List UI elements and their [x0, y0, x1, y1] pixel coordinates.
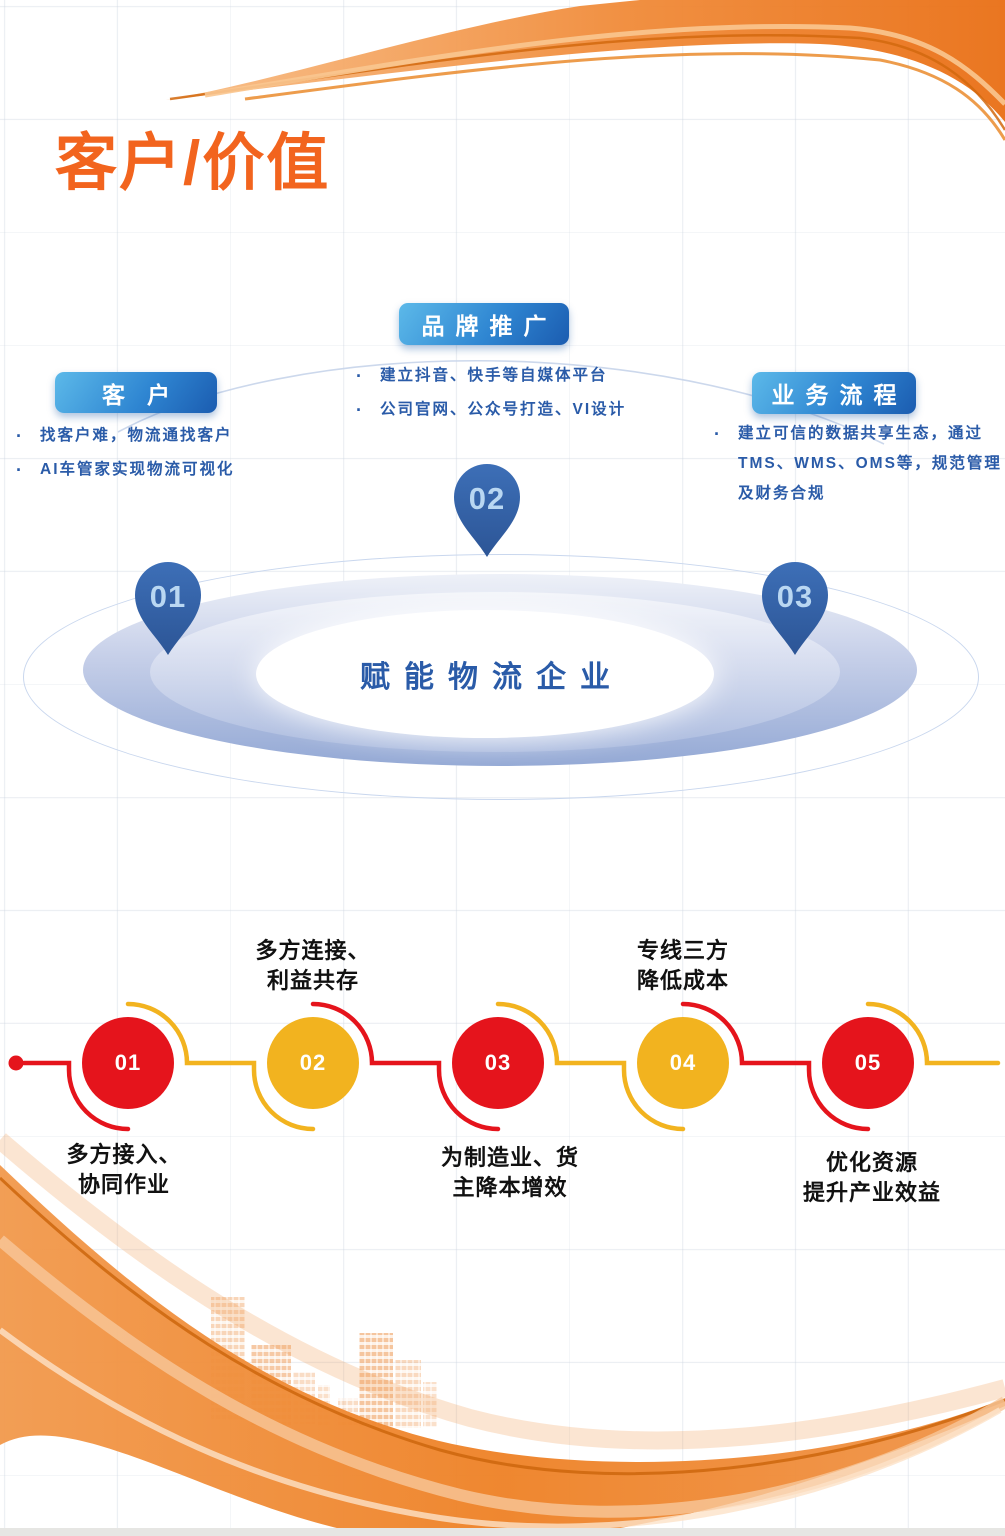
- connector-start-01: [21, 1060, 131, 1132]
- timeline-step-label-03: 为制造业、货 主降本增效: [441, 1143, 579, 1203]
- timeline-step-circle-04: 04: [637, 1017, 729, 1109]
- label-line: 多方连接、: [255, 938, 371, 963]
- bullet-item: · 公司官网、公众号打造、VI设计: [356, 393, 706, 427]
- bullet-text: 找客户难，物流通找客户: [40, 427, 233, 444]
- bullet-item: · 建立可信的数据共享生态，通过TMS、WMS、OMS等，规范管理及财务合规: [714, 419, 1005, 509]
- bottom-swoosh-decoration: [0, 1133, 1005, 1536]
- timeline-step-circle-01: 01: [82, 1017, 174, 1109]
- step-number: 01: [114, 1050, 142, 1075]
- label-line: 优化资源: [825, 1150, 919, 1175]
- bullet-item: · 找客户难，物流通找客户: [16, 419, 326, 453]
- connector-04-05: [680, 1001, 871, 1132]
- bullet-text: 建立抖音、快手等自媒体平台: [380, 367, 608, 384]
- footer-bar: [0, 1528, 1005, 1536]
- connector-03-04: [495, 1001, 686, 1132]
- label-line: 提升产业效益: [802, 1180, 942, 1205]
- connector-01-02: [125, 1001, 316, 1132]
- ellipse-outline: [23, 554, 979, 800]
- branch-box-customer: 客户: [55, 372, 217, 413]
- ellipse-center: 赋能物流企业: [256, 610, 714, 738]
- timeline-step-label-02: 多方连接、 利益共存: [255, 936, 370, 996]
- timeline-connectors: [8, 1001, 1001, 1132]
- timeline-start-dot: [8, 1055, 24, 1071]
- timeline-step-label-01: 多方接入、 协同作业: [66, 1140, 181, 1200]
- bullet-dot: ·: [714, 424, 722, 444]
- connector-05-end: [865, 1001, 1001, 1066]
- timeline-step-circle-05: 05: [822, 1017, 914, 1109]
- bullet-dot: ·: [16, 426, 24, 446]
- pin-02-icon: 02: [454, 464, 520, 557]
- pin-01-icon: 01: [135, 562, 201, 655]
- label-line: 利益共存: [266, 968, 360, 993]
- pin-02-number: 02: [469, 481, 505, 516]
- pin-01-number: 01: [150, 579, 186, 614]
- bullet-dot: ·: [356, 400, 364, 420]
- step-number: 03: [484, 1050, 512, 1075]
- label-line: 为制造业、货: [440, 1145, 580, 1170]
- branch-label-customer: 客户: [102, 382, 192, 408]
- page-title: 客户/价值: [55, 129, 331, 198]
- label-line: 主降本增效: [452, 1175, 568, 1200]
- branch-box-brand: 品牌推广: [399, 303, 569, 345]
- timeline-step-circle-02: 02: [267, 1017, 359, 1109]
- center-label: 赋能物流企业: [360, 661, 624, 694]
- branch-label-process: 业务流程: [771, 383, 908, 408]
- step-number: 02: [299, 1050, 327, 1075]
- bullet-item: · 建立抖音、快手等自媒体平台: [356, 359, 706, 393]
- bullet-text: AI车管家实现物流可视化: [40, 461, 235, 478]
- bullet-text: 建立可信的数据共享生态，通过TMS、WMS、OMS等，规范管理及财务合规: [738, 425, 1002, 502]
- label-line: 专线三方: [636, 938, 730, 963]
- branch-bullets-customer: · 找客户难，物流通找客户 · AI车管家实现物流可视化: [16, 419, 326, 487]
- branch-box-process: 业务流程: [752, 372, 916, 414]
- timeline-step-circle-03: 03: [452, 1017, 544, 1109]
- step-number: 04: [669, 1050, 697, 1075]
- timeline-step-label-05: 优化资源 提升产业效益: [803, 1148, 941, 1208]
- connector-02-03: [310, 1001, 501, 1132]
- label-line: 协同作业: [77, 1172, 171, 1197]
- step-number: 05: [854, 1050, 882, 1075]
- label-line: 降低成本: [636, 968, 730, 993]
- top-swoosh-decoration: [166, 0, 1005, 141]
- branch-bullets-process: · 建立可信的数据共享生态，通过TMS、WMS、OMS等，规范管理及财务合规: [714, 419, 1005, 509]
- branch-label-brand: 品牌推广: [421, 314, 558, 339]
- pin-03-icon: 03: [762, 562, 828, 655]
- pin-03-number: 03: [777, 579, 813, 614]
- bullet-dot: ·: [356, 366, 364, 386]
- branch-bullets-brand: · 建立抖音、快手等自媒体平台 · 公司官网、公众号打造、VI设计: [356, 359, 706, 427]
- bullet-text: 公司官网、公众号打造、VI设计: [380, 401, 627, 418]
- label-line: 多方接入、: [66, 1142, 182, 1167]
- bullet-dot: ·: [16, 460, 24, 480]
- bullet-item: · AI车管家实现物流可视化: [16, 453, 326, 487]
- timeline-step-label-04: 专线三方 降低成本: [637, 936, 729, 996]
